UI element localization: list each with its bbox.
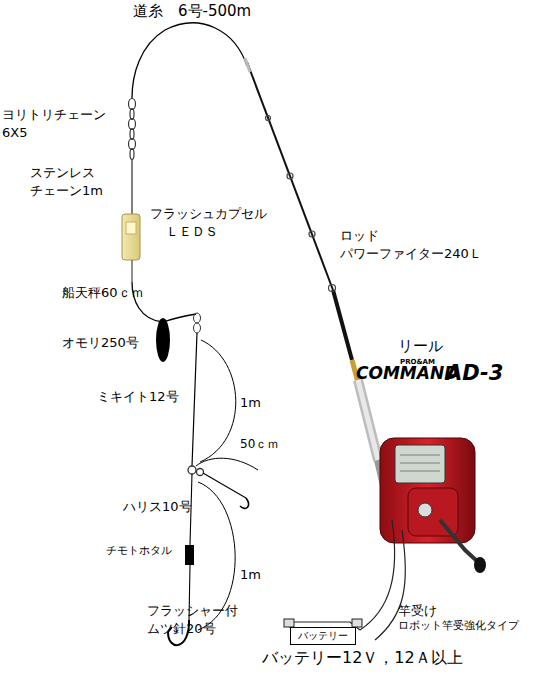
part-label: 50ｃｍ xyxy=(240,438,279,452)
part-label: 船天秤60ｃｍ xyxy=(62,286,144,301)
part-label: チモトホタル xyxy=(106,545,172,558)
part-label: リール xyxy=(398,338,443,355)
part-label: チェーン1m xyxy=(30,184,103,199)
part-label: ハリス10号 xyxy=(123,500,192,515)
part-label: バッテリー12Ｖ，12Ａ以上 xyxy=(262,649,463,667)
part-label: ロッド xyxy=(340,229,379,244)
battery-box: バッテリー xyxy=(290,627,356,645)
part-label: フラッシュカプセル xyxy=(150,207,267,222)
part-label: 6X5 xyxy=(2,126,27,141)
part-label: パワーファイター240Ｌ xyxy=(340,247,482,262)
part-label: 1m xyxy=(240,396,261,411)
part-label: 竿受け xyxy=(398,604,437,619)
part-label: ステンレス xyxy=(30,166,95,181)
part-label: AD-3 xyxy=(446,361,503,385)
part-label: COMMAND xyxy=(356,364,458,384)
part-label: オモリ250号 xyxy=(62,336,139,351)
part-label: フラッシャー付 xyxy=(147,604,238,619)
part-label: ムツ針20号 xyxy=(147,622,216,637)
part-label: 道糸 6号-500m xyxy=(133,3,251,20)
part-label: 1m xyxy=(240,568,261,583)
part-label: ヨリトリチェーン xyxy=(2,108,106,123)
battery-label: バッテリー xyxy=(298,629,348,643)
part-label: ロボット竿受強化タイプ xyxy=(398,620,519,633)
part-label: ＬＥＤＳ xyxy=(166,225,218,240)
part-label: ミキイト12号 xyxy=(97,390,179,405)
